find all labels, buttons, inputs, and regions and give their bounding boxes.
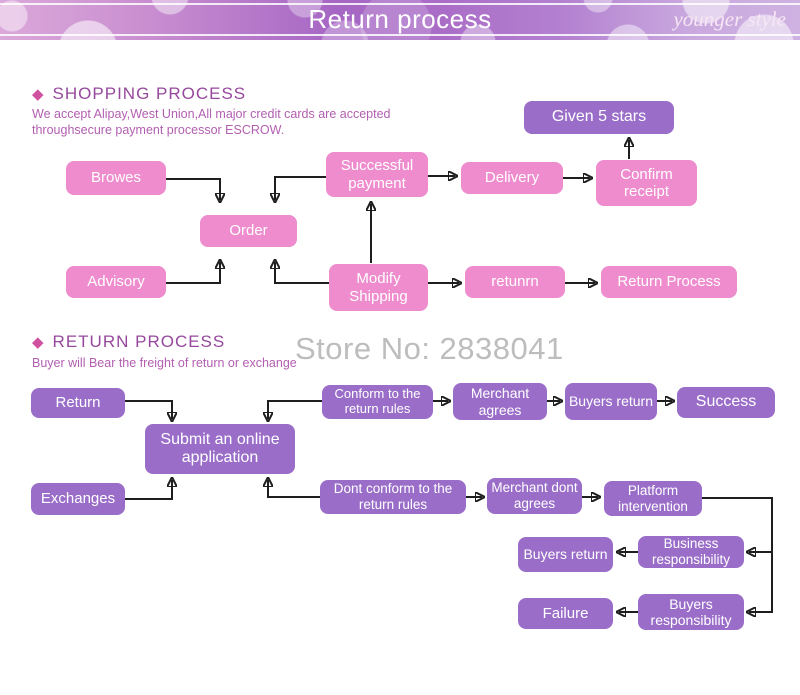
arrow-browes-to-order	[166, 178, 220, 200]
flow-node-browes: Browes	[66, 161, 166, 195]
flow-node-merchant-dont-agrees: Merchant dont agrees	[487, 478, 582, 514]
flow-node-order: Order	[200, 215, 297, 247]
page-title: Return process	[308, 4, 492, 34]
arrow-conform-to-submit	[268, 400, 322, 419]
flow-node-success: Success	[677, 387, 775, 418]
banner-top-line	[0, 3, 800, 5]
shopping-desc-line2: throughsecure payment processor ESCROW.	[32, 123, 285, 137]
shopping-desc-line1: We accept Alipay,West Union,All major cr…	[32, 107, 391, 121]
return-section-heading: ◆ RETURN PROCESS	[32, 332, 225, 352]
arrow-platform-to-business-responsibility	[702, 497, 773, 552]
arrow-platform-to-buyers-responsibility	[749, 552, 773, 612]
shopping-section-description: We accept Alipay,West Union,All major cr…	[32, 106, 391, 138]
flow-node-conform-rules: Conform to the return rules	[322, 385, 433, 419]
flow-node-buyers-return-2: Buyers return	[518, 537, 613, 572]
arrow-modify-shipping-to-order	[275, 262, 329, 284]
diamond-icon: ◆	[32, 333, 44, 351]
banner: Return process younger style	[0, 0, 800, 40]
flow-node-submit-application: Submit an online application	[145, 424, 295, 474]
flow-node-platform-intervention: Platform intervention	[604, 481, 702, 516]
flow-node-confirm-receipt: Confirm receipt	[596, 160, 697, 206]
return-section-title: RETURN PROCESS	[52, 332, 226, 351]
arrow-advisory-to-order	[166, 262, 220, 284]
flow-node-business-responsibility: Business responsibility	[638, 536, 744, 568]
flow-node-merchant-agrees: Merchant agrees	[453, 383, 547, 420]
flow-node-modify-shipping: Modify Shipping	[329, 264, 428, 311]
flow-node-return: Return	[31, 388, 125, 418]
flow-node-successful-payment: Successful payment	[326, 152, 428, 197]
shopping-section-title: SHOPPING PROCESS	[52, 84, 247, 103]
flow-node-buyers-responsibility: Buyers responsibility	[638, 594, 744, 630]
shopping-section-heading: ◆ SHOPPING PROCESS	[32, 84, 246, 104]
brand-logo: younger style	[673, 7, 786, 31]
flow-node-delivery: Delivery	[461, 162, 563, 194]
return-section-description: Buyer will Bear the freight of return or…	[32, 356, 297, 370]
flow-node-advisory: Advisory	[66, 266, 166, 298]
flow-node-return-process: Return Process	[601, 266, 737, 298]
flow-node-dont-conform-rules: Dont conform to the return rules	[320, 480, 466, 514]
flow-node-exchanges: Exchanges	[31, 483, 125, 515]
flow-node-failure: Failure	[518, 598, 613, 629]
arrow-return-to-submit	[125, 400, 172, 419]
flow-node-buyers-return-1: Buyers return	[565, 383, 657, 420]
flow-node-given-5-stars: Given 5 stars	[524, 101, 674, 134]
banner-bottom-line	[0, 34, 800, 36]
arrow-successful-payment-to-order	[275, 176, 326, 200]
store-watermark: Store No: 2838041	[295, 331, 564, 366]
flow-node-retunrn: retunrn	[465, 266, 565, 298]
diamond-icon: ◆	[32, 85, 44, 103]
arrow-dont-conform-to-submit	[268, 480, 320, 498]
arrow-exchanges-to-submit	[125, 480, 172, 500]
